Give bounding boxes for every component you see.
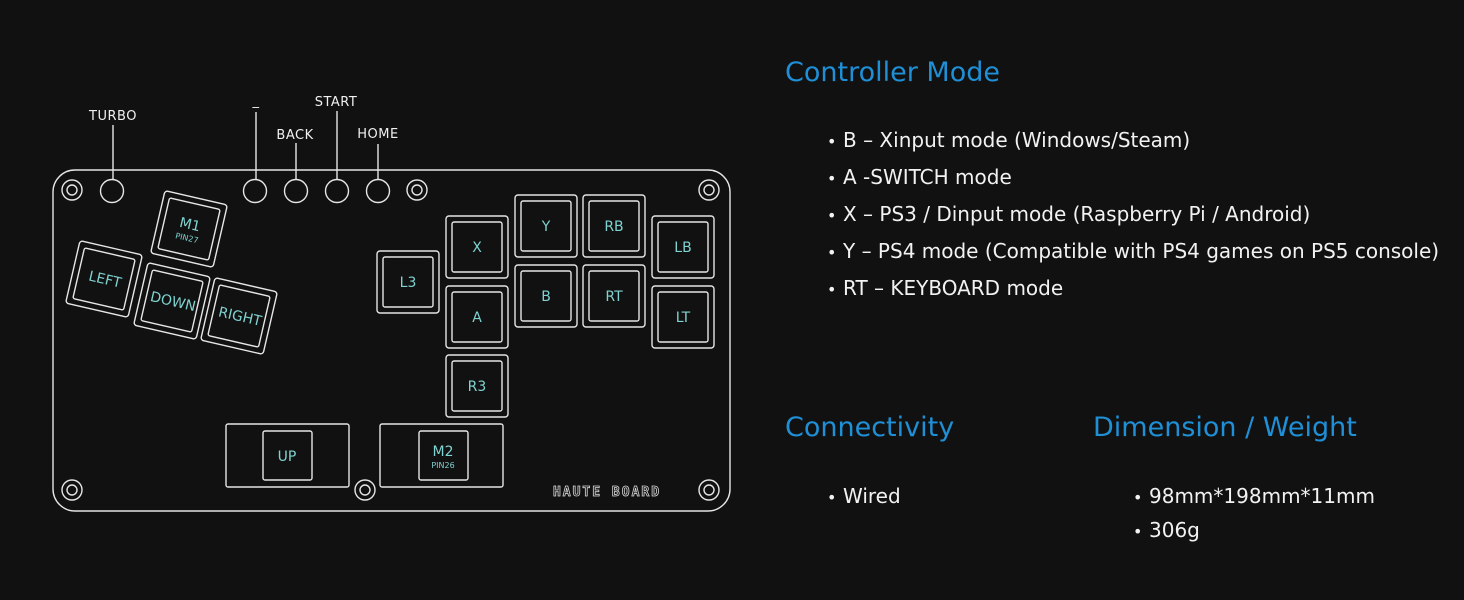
key-down-label: DOWN — [149, 289, 198, 315]
list-item: 98mm*198mm*11mm — [1133, 479, 1375, 513]
list-item: Y – PS4 mode (Compatible with PS4 games … — [827, 233, 1439, 270]
controller-mode-heading: Controller Mode — [785, 57, 1000, 88]
list-item: B – Xinput mode (Windows/Steam) — [827, 122, 1439, 159]
board-outline — [52, 169, 731, 512]
key-up-label: UP — [278, 449, 297, 465]
key-x — [445, 215, 509, 279]
dimension-weight-heading: Dimension / Weight — [1093, 412, 1357, 443]
key-x-label: X — [472, 240, 482, 256]
controller-diagram: TURBO _ BACK START HOME M1 PIN27 LEFT DO… — [52, 94, 731, 512]
key-m1 — [150, 190, 228, 268]
key-m2-label: M2 — [433, 444, 454, 460]
home-button — [365, 178, 391, 204]
start-label: START — [315, 95, 358, 110]
key-l3-label: L3 — [400, 275, 417, 291]
key-l3 — [376, 250, 440, 314]
key-m1-label: M1 — [178, 215, 202, 235]
key-rt — [582, 264, 646, 328]
dimension-weight-list: 98mm*198mm*11mm 306g — [1133, 479, 1375, 547]
list-item: X – PS3 / Dinput mode (Raspberry Pi / An… — [827, 196, 1439, 233]
board-logo: HAUTE BOARD — [553, 485, 661, 500]
screw-holes — [61, 179, 720, 501]
back-label: BACK — [276, 128, 313, 143]
key-right-label: RIGHT — [217, 304, 264, 330]
key-r3 — [445, 354, 509, 418]
key-left-label: LEFT — [87, 269, 123, 292]
connectivity-list: Wired — [827, 479, 901, 513]
home-label: HOME — [357, 127, 398, 142]
key-lt-label: LT — [676, 310, 691, 326]
key-m2 — [379, 423, 504, 488]
key-down — [133, 262, 211, 340]
list-item: Wired — [827, 479, 901, 513]
controller-mode-list: B – Xinput mode (Windows/Steam) A -SWITC… — [827, 122, 1439, 307]
key-up — [225, 423, 350, 488]
minus-label: _ — [252, 94, 260, 109]
start-button — [324, 178, 350, 204]
list-item: RT – KEYBOARD mode — [827, 270, 1439, 307]
key-left — [65, 240, 143, 318]
list-item: A -SWITCH mode — [827, 159, 1439, 196]
key-y-label: Y — [541, 219, 551, 235]
key-a — [445, 285, 509, 349]
key-rb-label: RB — [604, 219, 623, 235]
connectivity-heading: Connectivity — [785, 412, 955, 443]
list-item: 306g — [1133, 513, 1375, 547]
key-y — [514, 194, 578, 258]
key-lb — [651, 215, 715, 279]
back-button — [283, 178, 309, 204]
key-m2-sublabel: PIN26 — [431, 461, 454, 470]
key-a-label: A — [472, 310, 482, 326]
turbo-label: TURBO — [88, 109, 137, 124]
key-right — [200, 277, 278, 355]
turbo-button — [99, 178, 125, 204]
minus-button — [242, 178, 268, 204]
key-b-label: B — [541, 289, 551, 305]
key-b — [514, 264, 578, 328]
key-rt-label: RT — [605, 289, 623, 305]
key-rb — [582, 194, 646, 258]
key-lb-label: LB — [674, 240, 691, 256]
key-lt — [651, 285, 715, 349]
key-r3-label: R3 — [468, 379, 487, 395]
